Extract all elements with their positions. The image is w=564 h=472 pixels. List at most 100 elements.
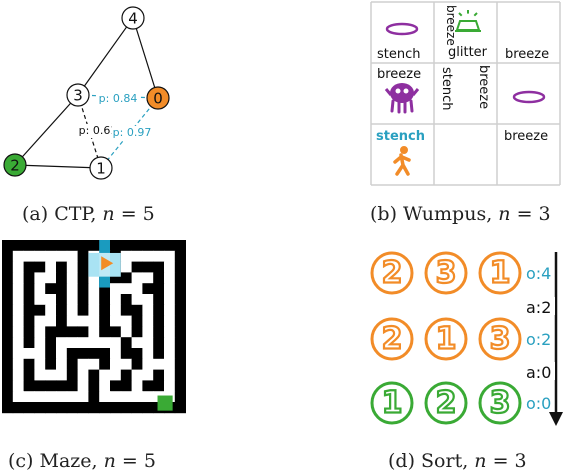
maze-wall [2, 337, 14, 349]
maze-floor [131, 369, 143, 381]
ctp-edge-label-bg [112, 126, 152, 140]
maze-wall [56, 240, 68, 252]
maze-wall [2, 240, 14, 252]
maze-floor [34, 337, 46, 349]
maze-wall [2, 283, 14, 295]
sort-arrow-head [549, 412, 563, 426]
maze-wall [99, 315, 111, 327]
sort-item-digit: 3 [436, 256, 457, 291]
maze-wall [120, 402, 132, 414]
maze-wall [77, 348, 89, 360]
maze-wall [56, 315, 68, 327]
maze-wall [142, 261, 154, 273]
ctp-edge-2-1 [14, 164, 102, 169]
maze-floor [131, 294, 143, 306]
maze-grid [2, 240, 186, 414]
ctp-node-0 [146, 86, 170, 110]
maze-floor [77, 380, 89, 392]
maze-wall [2, 380, 14, 392]
maze-wall [110, 380, 122, 392]
maze-wall [110, 402, 122, 414]
maze-floor [34, 294, 46, 306]
wumpus-horns [384, 88, 420, 96]
maze-wall [120, 304, 132, 316]
gold-pile [455, 20, 481, 31]
maze-floor [164, 358, 176, 370]
maze-floor [12, 261, 24, 273]
maze-floor [142, 358, 154, 370]
maze-floor [45, 304, 57, 316]
sort-item-circle [370, 381, 414, 425]
maze-floor [142, 326, 154, 338]
maze-floor [88, 283, 100, 295]
maze-wall [88, 391, 100, 403]
maze-wall [99, 402, 111, 414]
pit-icon [385, 22, 419, 36]
sort-observation: o:4 [526, 264, 551, 283]
wumpus-head [390, 83, 414, 103]
maze-wall [131, 358, 143, 370]
maze-wall [153, 283, 165, 295]
maze-wall [23, 240, 35, 252]
sort-item-digit: 1 [490, 256, 511, 291]
maze-wall [120, 240, 132, 252]
maze-floor [110, 358, 122, 370]
ctp-node-4 [121, 6, 145, 30]
maze-wall [99, 358, 111, 370]
maze-floor [66, 250, 78, 262]
maze-floor [56, 348, 68, 360]
maze-wall [2, 315, 14, 327]
maze-floor [99, 369, 111, 381]
maze-wall [23, 294, 35, 306]
maze-wall [2, 326, 14, 338]
maze-wall [34, 380, 46, 392]
maze-wall [120, 348, 132, 360]
ctp-edge-label-bg [98, 92, 138, 106]
maze-wall [88, 348, 100, 360]
wumpus-tentacles [390, 99, 414, 114]
ctp-node-label: 2 [10, 157, 20, 175]
sort-item-digit: 1 [382, 386, 403, 421]
sort-item-circle [370, 317, 414, 361]
maze-floor [142, 337, 154, 349]
maze-wall [12, 240, 24, 252]
maze-floor [164, 337, 176, 349]
maze-floor [12, 294, 24, 306]
maze-wall [131, 348, 143, 360]
maze-floor [34, 272, 46, 284]
maze-wall [110, 272, 122, 284]
maze-floor [12, 348, 24, 360]
maze-wall [45, 358, 57, 370]
maze-wall [77, 304, 89, 316]
maze-wall [120, 380, 132, 392]
maze-floor [110, 294, 122, 306]
maze-floor [45, 294, 57, 306]
maze-floor [56, 250, 68, 262]
maze-floor [164, 283, 176, 295]
ctp-node-1 [89, 156, 113, 180]
maze-floor [88, 337, 100, 349]
maze-floor [66, 294, 78, 306]
maze-floor [34, 283, 46, 295]
maze-floor [110, 391, 122, 403]
maze-floor [77, 315, 89, 327]
maze-wall [23, 315, 35, 327]
maze-wall [2, 369, 14, 381]
maze-floor [34, 391, 46, 403]
maze-floor [110, 315, 122, 327]
maze-wall [66, 369, 78, 381]
maze-floor [12, 337, 24, 349]
maze-floor [153, 358, 165, 370]
maze-wall [2, 402, 14, 414]
maze-floor [164, 315, 176, 327]
maze-floor [110, 348, 122, 360]
maze-wall [131, 304, 143, 316]
maze-floor [164, 326, 176, 338]
maze-wall [77, 261, 89, 273]
maze-wall [99, 283, 111, 295]
maze-floor [34, 348, 46, 360]
sort-observation: o:0 [526, 394, 551, 413]
maze-floor [153, 250, 165, 262]
maze-floor [34, 369, 46, 381]
